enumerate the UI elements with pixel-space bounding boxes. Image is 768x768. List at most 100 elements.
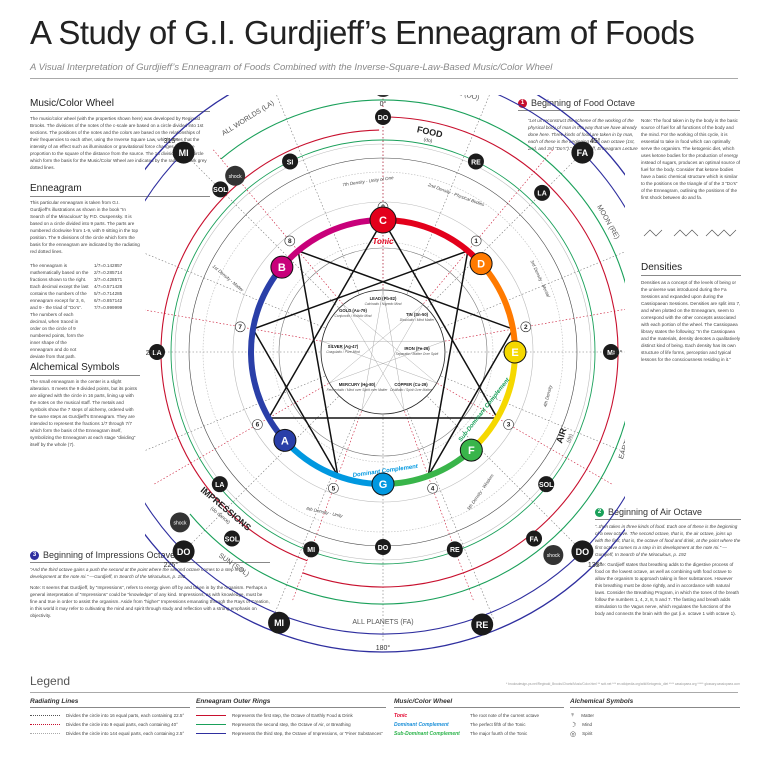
outer-note-badge: [303, 541, 320, 558]
density-label: 6th Density - Unity: [306, 506, 344, 519]
degree-label: 0°: [380, 100, 387, 108]
legend-radiating: Radiating Lines Divides the circle into …: [30, 698, 190, 738]
enneagram-number: 4: [431, 485, 435, 492]
divider: [518, 110, 740, 111]
inner-star-line: [361, 304, 424, 411]
radial-line-16: [382, 146, 589, 353]
tonic-label: Tonic: [372, 237, 394, 246]
air-ring: [170, 139, 596, 565]
air-quote: “..then takes in three kinds of food. Ea…: [595, 524, 741, 557]
ketone-structures-icon: [643, 229, 737, 237]
food-title-text: Beginning of Food Octave: [531, 98, 636, 108]
page-title: A Study of G.I. Gurdjieff’s Enneagram of…: [30, 14, 695, 51]
enneagram-number-badge: [503, 419, 514, 430]
enneagram-body: This particular enneagram is taken from …: [30, 200, 140, 254]
enneagram-section: Enneagram: [30, 183, 210, 200]
enneagram-number-badge: [252, 419, 263, 430]
enneagram-number-badge: [427, 482, 438, 494]
legend-row: ♆Matter: [570, 711, 740, 720]
octave-ring-arc: [302, 116, 619, 588]
outer-note-badge: [446, 541, 463, 558]
inner-star-line: [361, 289, 384, 411]
legend-row-text: Matter: [581, 713, 595, 718]
metal-name: LEAD (Pb-82): [370, 296, 397, 301]
outer-note-label: MI: [274, 618, 284, 628]
metal-desc: Conjunctio / Holistic Mind: [334, 314, 371, 318]
legend-title: Legend: [30, 674, 71, 688]
title-rule: [30, 78, 738, 79]
divider: [641, 275, 741, 276]
enneagram-number: 6: [256, 422, 260, 429]
outer-note-badge: [571, 141, 594, 164]
legend-row: ◎Spirit: [570, 729, 740, 738]
outer-note-badge: [375, 109, 391, 125]
radial-line-16: [382, 351, 589, 558]
octave-sub-label: (do): [566, 433, 575, 444]
outer-note-label: FA: [530, 536, 539, 543]
legend-row: Represents the first step, the Octave of…: [196, 711, 386, 720]
music-body: The music/color wheel (with the properti…: [30, 116, 207, 170]
spirit-icon: ◎: [570, 730, 577, 738]
octave-ring-arc: [145, 533, 384, 653]
octave-ring-arc: [145, 95, 625, 635]
octave-number-icon: 3: [30, 550, 39, 560]
legend-row-text: The root note of the current octave: [470, 713, 540, 718]
food-octave-section: 1 Beginning of Food Octave: [518, 98, 740, 114]
alchemical-section: Alchemical Symbols: [30, 362, 210, 379]
outer-note-label: SOL: [539, 482, 554, 489]
enneagram-number-badge: [328, 482, 339, 494]
outer-note-badge: [212, 181, 229, 198]
legend-row: Divides the circle into 144 equal parts,…: [30, 729, 190, 738]
degree-label: 90°: [612, 349, 623, 357]
outer-note-label: RE: [476, 620, 489, 630]
degree-label: 45°: [590, 137, 601, 145]
octave-sub-label: (do): [423, 137, 433, 145]
legend-row-text: The major fourth of the Tonic: [470, 731, 528, 736]
enneagram-number: 2: [524, 324, 528, 331]
color-wheel-segment: [469, 351, 518, 453]
outer-note-badge: [282, 153, 299, 170]
divider: [595, 519, 741, 520]
legend-row-text: Represents the third step, the Octave of…: [232, 731, 383, 736]
outer-note-label: DO: [177, 547, 191, 557]
radial-line-9: [382, 309, 625, 353]
divider: [30, 707, 190, 708]
outer-note-badge: [467, 153, 484, 170]
enneagram-number-badge: [470, 235, 482, 247]
legend-row-text: Divides the circle into 16 equal parts, …: [66, 713, 185, 718]
metal-name: TIN (Sn-50): [406, 312, 429, 317]
outer-note-label: SOL: [225, 536, 240, 543]
outer-note-label: DO: [576, 547, 590, 557]
degree-label: 315°: [164, 137, 179, 145]
note-circle: [270, 255, 294, 279]
world-label: ABSOLUTE (DO): [426, 95, 480, 102]
fraction-item: 1/7=0.142857: [94, 263, 123, 268]
radial-line-16: [382, 251, 625, 353]
outer-note-badge: [149, 344, 165, 360]
outer-note-badge: [526, 530, 543, 547]
dotted-grey-line-icon: [30, 715, 60, 716]
outer-note-badge: [534, 184, 551, 201]
metal-desc: Distillatio / Spirit Over Matter: [390, 388, 433, 392]
tonic-label: Tonic: [394, 712, 408, 719]
divider: [30, 375, 140, 376]
legend-rule: [30, 692, 738, 693]
inner-star-line: [321, 341, 437, 384]
impressions-octave-title: 3 Beginning of Impressions Octave: [30, 550, 270, 560]
radial-line-9: [145, 309, 384, 353]
density-label: 7th Density - Unity of One: [342, 175, 394, 187]
note-circle: [371, 472, 395, 496]
outer-note-label: MI: [179, 148, 189, 158]
legend-row: ☽Mind: [570, 720, 740, 729]
outer-note-label: LA: [537, 191, 546, 198]
fraction-item: 5/7=0.714285: [94, 291, 123, 296]
degree-label: 180°: [376, 644, 391, 652]
dotted-light-line-icon: [30, 733, 60, 734]
legend-rings: Enneagram Outer Rings Represents the fir…: [196, 698, 386, 738]
metal-desc: Fermentatio / Mind over Spirit over Matt…: [327, 388, 389, 392]
alchemical-title: Alchemical Symbols: [30, 362, 120, 373]
octave-number-icon: 1: [518, 98, 527, 108]
legend-rings-head: Enneagram Outer Rings: [196, 698, 271, 705]
